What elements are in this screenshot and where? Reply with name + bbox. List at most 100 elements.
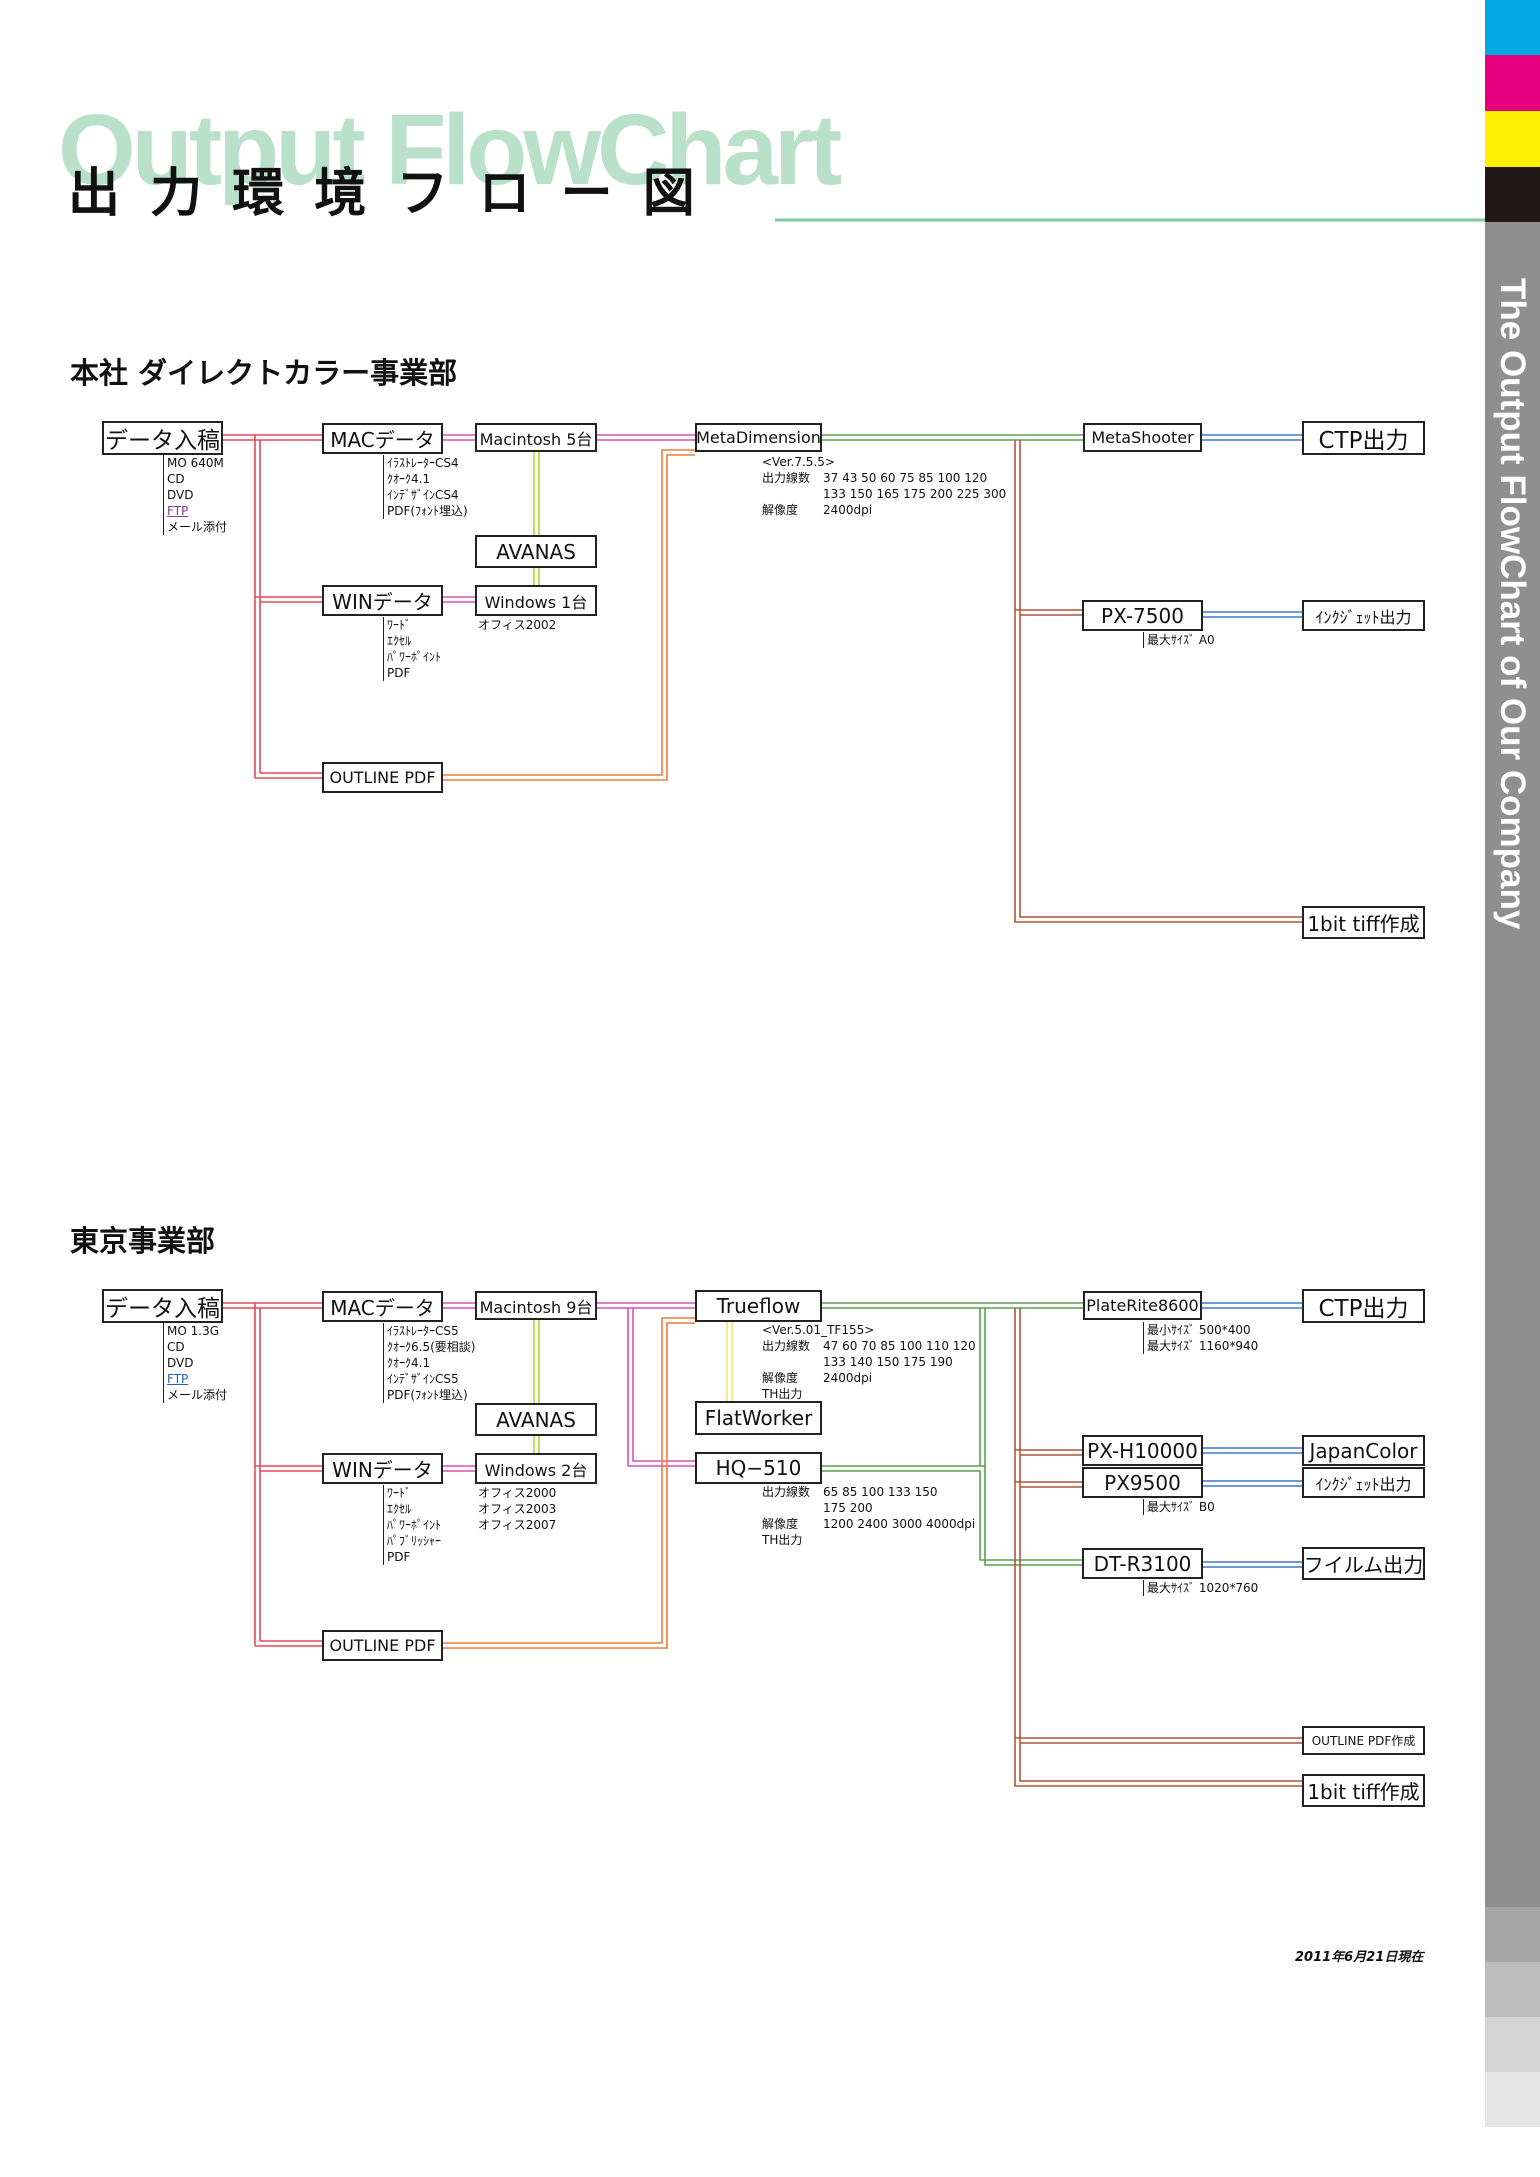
media-item: DVD bbox=[167, 1356, 194, 1370]
ftp-link[interactable]: FTP bbox=[167, 504, 189, 518]
spec-label: 最大ｻｲｽﾞ bbox=[1147, 1581, 1196, 1595]
dt-r3100-box: DT-R3100 bbox=[1082, 1548, 1203, 1579]
data-input-box: データ入稿 bbox=[102, 1289, 223, 1323]
gray-step-3 bbox=[1485, 2017, 1540, 2072]
media-item: MO 640M bbox=[167, 456, 224, 470]
px-h10000-box: PX-H10000 bbox=[1082, 1435, 1203, 1466]
app-item: PDF bbox=[387, 1550, 411, 1564]
metadimension-box: MetaDimension bbox=[695, 423, 822, 452]
mac-data-box: MACデータ bbox=[322, 423, 443, 454]
spec-label: 出力線数 bbox=[762, 1485, 811, 1499]
side-title: The Output FlowChart of Our Company bbox=[1493, 278, 1532, 930]
outline-pdf-make-box: OUTLINE PDF作成 bbox=[1302, 1726, 1425, 1755]
media-list: MO 1.3G CD DVD FTP メール添付 bbox=[163, 1323, 227, 1403]
spec-value: 133 150 165 175 200 225 300 bbox=[823, 487, 1007, 501]
metashooter-box: MetaShooter bbox=[1083, 423, 1202, 452]
yellow-bar bbox=[1485, 111, 1540, 167]
app-item: ｲﾝﾃﾞｻﾞｲﾝCS5 bbox=[387, 1372, 459, 1386]
media-list: MO 640M CD DVD FTP メール添付 bbox=[163, 455, 227, 535]
office-version: オフィス2000 bbox=[478, 1486, 557, 1500]
px9500-box: PX9500 bbox=[1082, 1467, 1203, 1498]
spec-value: 65 85 100 133 150 bbox=[823, 1485, 938, 1499]
spec-label: 最大ｻｲｽﾞ bbox=[1147, 1339, 1196, 1353]
spec-value: 1200 2400 3000 4000dpi bbox=[823, 1517, 976, 1531]
px7500-spec: 最大ｻｲｽﾞ A0 bbox=[1143, 632, 1215, 648]
media-item: メール添付 bbox=[167, 520, 228, 534]
spec-value: 500*400 bbox=[1198, 1323, 1251, 1337]
windows-notes: オフィス2000 オフィス2003 オフィス2007 bbox=[478, 1485, 556, 1533]
hq510-box: HQ−510 bbox=[695, 1452, 822, 1484]
macintosh-box: Macintosh 9台 bbox=[475, 1291, 597, 1320]
spec-value: A0 bbox=[1198, 633, 1215, 647]
page-title: 出 力 環 境 フ ロ ー 図 bbox=[68, 164, 701, 224]
media-item: CD bbox=[167, 1340, 185, 1354]
spec-label: 最小ｻｲｽﾞ bbox=[1147, 1323, 1196, 1337]
spec-value: 2400dpi bbox=[823, 503, 873, 517]
app-item: ｴｸｾﾙ bbox=[387, 634, 412, 648]
spec-value: 1160*940 bbox=[1198, 1339, 1259, 1353]
win-apps-list: ﾜｰﾄﾞ ｴｸｾﾙ ﾊﾟﾜｰﾎﾟｲﾝﾄ ﾊﾟﾌﾞﾘｯｼｬｰ PDF bbox=[383, 1485, 441, 1565]
media-item: CD bbox=[167, 472, 185, 486]
film-output-box: フイルム出力 bbox=[1302, 1547, 1425, 1580]
spec-value: 175 200 bbox=[823, 1501, 873, 1515]
office-version: オフィス2003 bbox=[478, 1502, 557, 1516]
tiff-box: 1bit tiff作成 bbox=[1302, 906, 1425, 939]
windows-box: Windows 2台 bbox=[475, 1453, 597, 1484]
win-data-box: WINデータ bbox=[322, 1453, 443, 1484]
japancolor-box: JapanColor bbox=[1302, 1435, 1425, 1466]
gray-step-2 bbox=[1485, 1962, 1540, 2017]
spec-value: 47 60 70 85 100 110 120 bbox=[823, 1339, 976, 1353]
dt-r3100-spec: 最大ｻｲｽﾞ 1020*760 bbox=[1143, 1580, 1258, 1596]
win-data-box: WINデータ bbox=[322, 585, 443, 616]
spec-label: 最大ｻｲｽﾞ bbox=[1147, 633, 1196, 647]
gray-step-4 bbox=[1485, 2072, 1540, 2127]
media-item: MO 1.3G bbox=[167, 1324, 219, 1338]
background-title: Output FlowChart bbox=[58, 94, 842, 206]
version-text: <Ver.7.5.5> bbox=[762, 455, 835, 469]
macintosh-box: Macintosh 5台 bbox=[475, 423, 597, 452]
media-item: DVD bbox=[167, 488, 194, 502]
version-text: <Ver.5.01_TF155> bbox=[762, 1323, 875, 1337]
app-item: PDF(ﾌｫﾝﾄ埋込) bbox=[387, 504, 468, 518]
section-heading: 本社 ダイレクトカラー事業部 bbox=[70, 356, 458, 390]
tiff-box: 1bit tiff作成 bbox=[1302, 1774, 1425, 1807]
ctp-output-box: CTP出力 bbox=[1302, 421, 1425, 455]
px7500-box: PX-7500 bbox=[1082, 600, 1203, 631]
outline-pdf-box: OUTLINE PDF bbox=[322, 762, 443, 793]
spec-label: 出力線数 bbox=[762, 471, 811, 485]
ftp-link[interactable]: FTP bbox=[167, 1372, 189, 1386]
platerite-box: PlateRite8600 bbox=[1083, 1291, 1202, 1320]
app-item: ﾊﾟﾜｰﾎﾟｲﾝﾄ bbox=[387, 1518, 442, 1532]
spec-value: 37 43 50 60 75 85 100 120 bbox=[823, 471, 988, 485]
spec-label: 解像度 bbox=[762, 503, 799, 517]
gray-side-band bbox=[1485, 222, 1540, 1907]
avanas-box: AVANAS bbox=[475, 535, 597, 568]
trueflow-box: Trueflow bbox=[695, 1290, 822, 1322]
app-item: ﾊﾟﾜｰﾎﾟｲﾝﾄ bbox=[387, 650, 442, 664]
app-item: PDF bbox=[387, 666, 411, 680]
app-item: ﾜｰﾄﾞ bbox=[387, 1486, 412, 1500]
media-item: メール添付 bbox=[167, 1388, 228, 1402]
metadimension-spec: <Ver.7.5.5> 出力線数 37 43 50 60 75 85 100 12… bbox=[762, 454, 1006, 518]
magenta-bar bbox=[1485, 55, 1540, 111]
th-output-text: TH出力 bbox=[762, 1533, 803, 1547]
flatworker-box: FlatWorker bbox=[695, 1401, 822, 1435]
app-item: ｲﾗｽﾄﾚｰﾀｰCS5 bbox=[387, 1324, 459, 1338]
app-item: ｸｵｰｸ6.5(要相談) bbox=[387, 1340, 476, 1354]
data-input-box: データ入稿 bbox=[102, 421, 223, 455]
win-apps-list: ﾜｰﾄﾞ ｴｸｾﾙ ﾊﾟﾜｰﾎﾟｲﾝﾄ PDF bbox=[383, 617, 441, 681]
app-item: ｸｵｰｸ4.1 bbox=[387, 472, 431, 486]
outline-pdf-box: OUTLINE PDF bbox=[322, 1630, 443, 1661]
ctp-output-box: CTP出力 bbox=[1302, 1289, 1425, 1323]
app-item: ﾜｰﾄﾞ bbox=[387, 618, 412, 632]
office-version: オフィス2007 bbox=[478, 1518, 557, 1532]
px9500-spec: 最大ｻｲｽﾞ B0 bbox=[1143, 1499, 1215, 1515]
spec-value: 2400dpi bbox=[823, 1371, 873, 1385]
mac-apps-list: ｲﾗｽﾄﾚｰﾀｰCS5 ｸｵｰｸ6.5(要相談) ｸｵｰｸ4.1 ｲﾝﾃﾞｻﾞｲ… bbox=[383, 1323, 475, 1403]
inkjet-output-box: ｲﾝｸｼﾞｪｯﾄ出力 bbox=[1302, 600, 1425, 631]
mac-apps-list: ｲﾗｽﾄﾚｰﾀｰCS4 ｸｵｰｸ4.1 ｲﾝﾃﾞｻﾞｲﾝCS4 PDF(ﾌｫﾝﾄ… bbox=[383, 455, 468, 519]
th-output-text: TH出力 bbox=[762, 1387, 803, 1401]
